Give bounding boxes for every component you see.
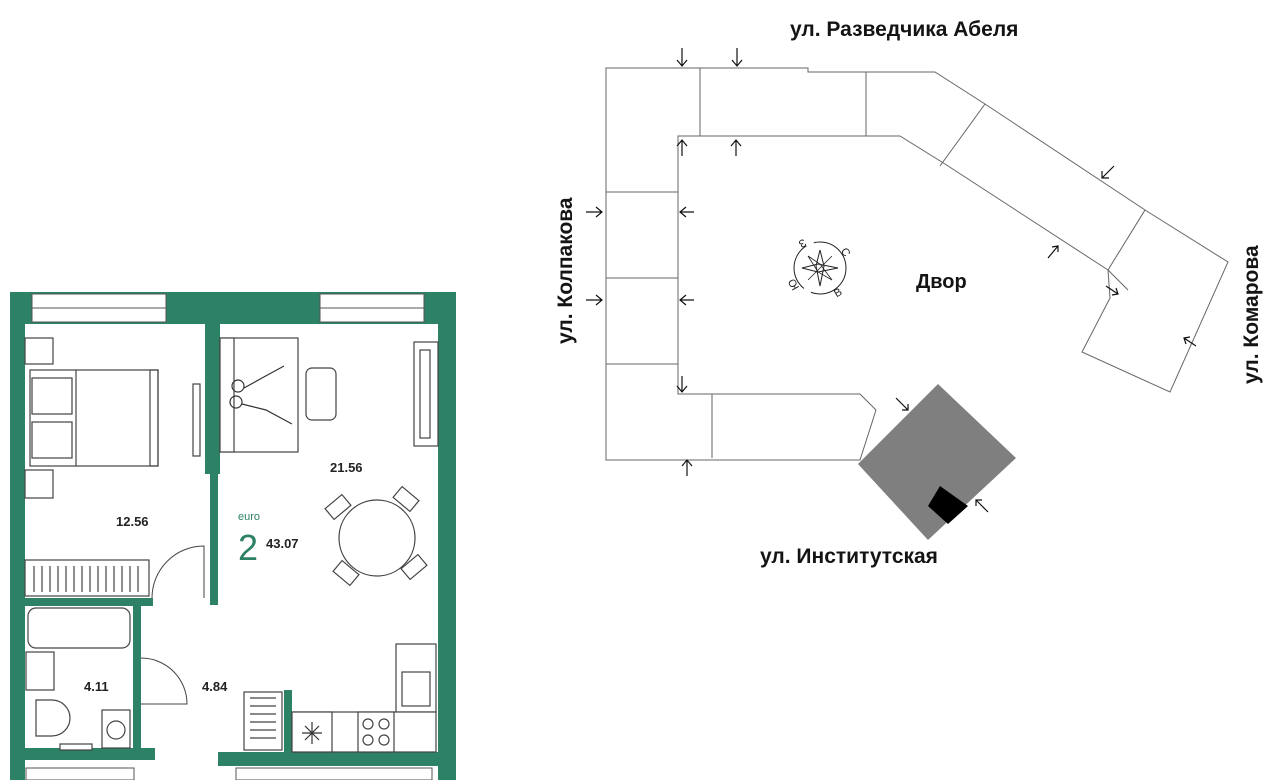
yard-label: Двор: [916, 271, 967, 293]
kitchen-furniture: [243, 643, 437, 753]
building-outline: [605, 67, 1229, 461]
highlighted-section: [858, 384, 1016, 540]
entrance-arrows: [586, 48, 1197, 513]
hallway-area: 4.84: [202, 679, 228, 694]
people-icon: [229, 365, 293, 425]
compass-south: Ю: [786, 276, 802, 292]
street-top: ул. Разведчика Абеля: [790, 18, 1018, 41]
living-area: 21.56: [330, 460, 363, 475]
bedroom-door: [151, 545, 205, 599]
street-bottom: ул. Институтская: [760, 545, 938, 568]
compass-east: В: [832, 286, 844, 300]
apartment-class: euro: [238, 511, 260, 523]
snowflake-icon: [302, 722, 322, 744]
bathroom-fixtures: [25, 607, 131, 751]
site-plan: [605, 67, 1229, 461]
compass-west: З: [796, 236, 808, 250]
compass-icon: С В Ю З: [786, 236, 852, 300]
street-left: ул. Колпакова: [554, 197, 577, 344]
bedroom-furniture: [24, 337, 201, 597]
compass-north: С: [838, 246, 852, 259]
total-area: 43.07: [266, 536, 299, 551]
bathroom-door: [140, 657, 188, 705]
rooms-count: 2: [238, 527, 258, 568]
street-right: ул. Комарова: [1240, 245, 1263, 384]
bedroom-area: 12.56: [116, 514, 149, 529]
floor-plan: 12.56 21.56 4.11 4.84 euro 2 43.07: [10, 292, 456, 780]
living-furniture: [219, 337, 439, 587]
bathroom-area: 4.11: [84, 679, 109, 694]
